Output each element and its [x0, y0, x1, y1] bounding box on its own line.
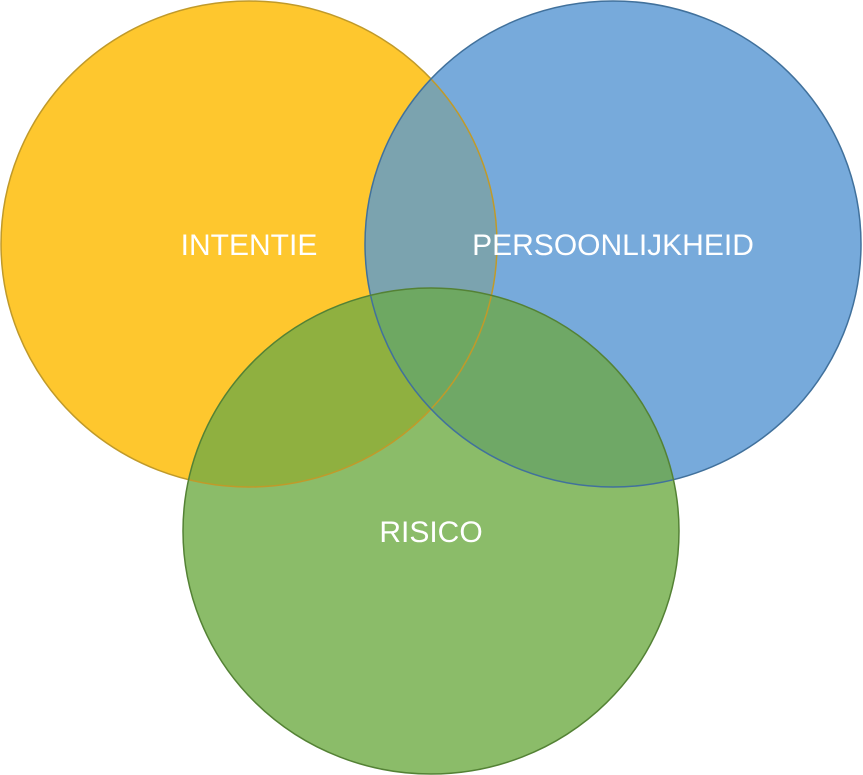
risico-outline — [182, 287, 680, 775]
persoonlijkheid-outline — [364, 0, 862, 488]
label-persoonlijkheid: PERSOONLIJKHEID — [472, 229, 754, 262]
intentie-outline — [0, 0, 498, 488]
overlap-persoonlijkheid-risico — [365, 288, 679, 487]
label-risico: RISICO — [379, 516, 482, 549]
label-intentie: INTENTIE — [181, 229, 318, 262]
overlap-intentie-risico — [183, 288, 497, 487]
